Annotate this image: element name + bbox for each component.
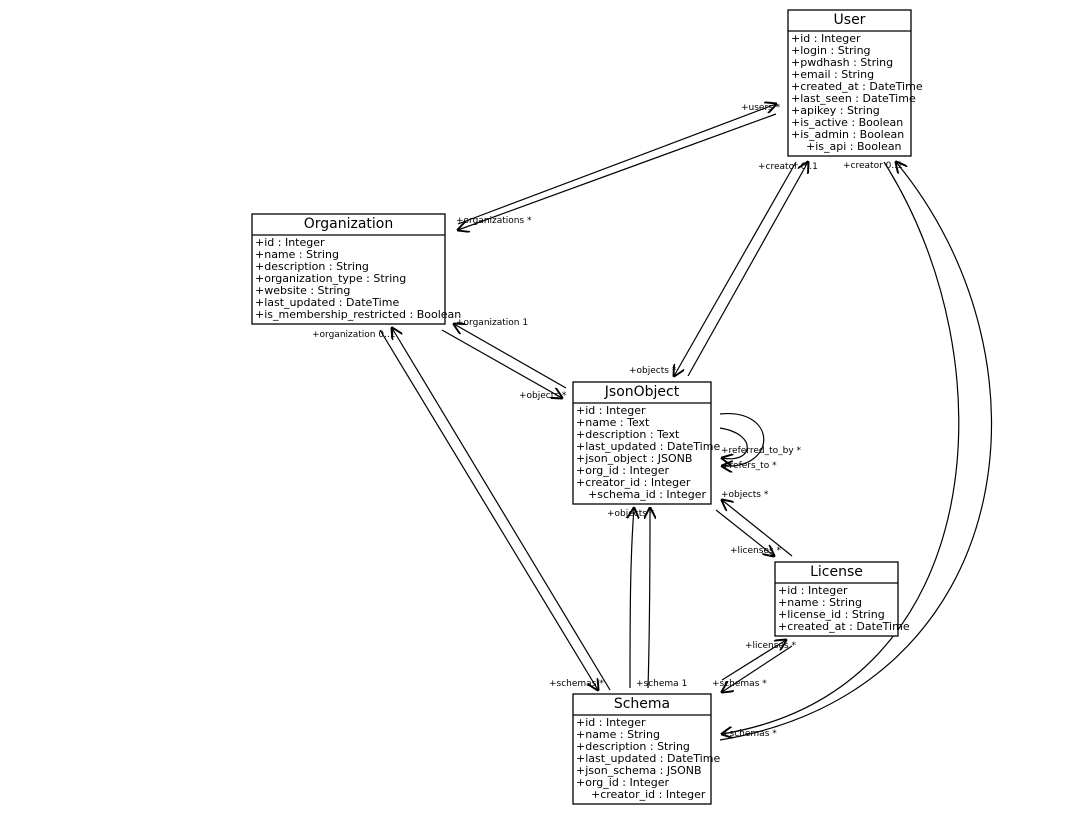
role-label: +creator 0..1 (843, 161, 903, 171)
attribute: +org_id : Integer (576, 464, 670, 477)
assoc-jsonobject-to-org (454, 324, 567, 389)
role-label: +organization 1 (456, 318, 528, 328)
class-schema: Schema +id : Integer +name : String +des… (572, 693, 720, 805)
assoc-license-to-schema (722, 645, 793, 692)
role-label: +organization 0..1 (312, 330, 396, 340)
attribute: +last_seen : DateTime (791, 92, 916, 105)
attribute: +is_active : Boolean (791, 116, 903, 129)
attribute: +json_object : JSONB (576, 452, 692, 465)
role-label: +creator 0..1 (758, 162, 818, 172)
class-jsonobject: JsonObject +id : Integer +name : Text +d… (572, 381, 720, 505)
attribute: +org_id : Integer (576, 776, 670, 789)
class-organization: Organization +id : Integer +name : Strin… (251, 213, 461, 325)
class-title: Schema (614, 696, 670, 712)
attribute: +login : String (791, 44, 871, 57)
attribute: +organization_type : String (255, 272, 406, 285)
role-label: +users * (741, 103, 781, 113)
assoc-user-to-jsonobject (674, 161, 797, 376)
attribute: +is_api : Boolean (806, 140, 902, 153)
class-title: JsonObject (604, 384, 680, 400)
role-label: +objects * (607, 509, 655, 519)
attribute: +description : String (576, 740, 690, 753)
role-label: +schemas * (712, 679, 767, 689)
assoc-schema-to-user (719, 162, 992, 741)
assoc-org-to-jsonobject (441, 329, 562, 398)
assoc-org-to-schema (379, 329, 598, 690)
attribute: +last_updated : DateTime (576, 440, 720, 453)
role-label: +referred_to_by * (721, 446, 802, 456)
attribute: +json_schema : JSONB (576, 764, 702, 777)
attribute: +id : Integer (255, 236, 325, 249)
assoc-schema-to-jsonobject (630, 508, 634, 689)
connectors (379, 104, 992, 741)
role-label: +licenses * (730, 546, 782, 556)
role-label: +organizations * (456, 216, 532, 226)
role-label: +objects * (721, 490, 769, 500)
attribute: +created_at : DateTime (791, 80, 923, 93)
assoc-jsonobject-to-user (687, 162, 808, 377)
role-label: +objects * (629, 366, 677, 376)
class-license: License +id : Integer +name : String +li… (774, 561, 910, 637)
assoc-user-to-org (458, 113, 777, 230)
role-label: +schema 1 (636, 679, 687, 689)
assoc-jsonobject-to-schema (648, 508, 650, 689)
assoc-org-to-user (457, 104, 776, 225)
attribute: +pwdhash : String (791, 56, 893, 69)
attribute: +name : Text (576, 416, 650, 429)
assoc-jsonobject-to-license (715, 509, 774, 556)
attribute: +name : String (255, 248, 339, 261)
attribute: +last_updated : DateTime (576, 752, 720, 765)
role-label: +objects * (519, 391, 567, 401)
attribute: +email : String (791, 68, 874, 81)
role-label: +refers_to * (722, 461, 777, 471)
attribute: +schema_id : Integer (588, 488, 706, 501)
attribute: +description : Text (576, 428, 680, 441)
attribute: +is_admin : Boolean (791, 128, 904, 141)
assoc-schema-to-org (392, 328, 611, 691)
class-user: User +id : Integer +login : String +pwdh… (787, 9, 923, 157)
assoc-schema-to-license (721, 640, 786, 681)
association-labels: +users * +organizations * +creator 0..1 … (312, 103, 903, 739)
class-title: User (834, 12, 866, 28)
role-label: +schemas * (549, 679, 604, 689)
class-boxes: User +id : Integer +login : String +pwdh… (251, 9, 923, 805)
assoc-user-to-schema (722, 161, 960, 734)
attribute: +created_at : DateTime (778, 620, 910, 633)
attribute: +id : Integer (576, 716, 646, 729)
role-label: +licenses * (745, 641, 797, 651)
assoc-jsonobject-self-1 (719, 413, 765, 467)
assoc-license-to-jsonobject (722, 500, 793, 557)
assoc-jsonobject-self-2 (720, 427, 748, 459)
attribute: +last_updated : DateTime (255, 296, 399, 309)
attribute: +is_membership_restricted : Boolean (255, 308, 461, 321)
attribute: +description : String (255, 260, 369, 273)
role-label: +schemas * (722, 729, 777, 739)
attribute: +license_id : String (778, 608, 885, 621)
attribute: +creator_id : Integer (591, 788, 706, 801)
attribute: +apikey : String (791, 104, 880, 117)
attribute: +name : String (778, 596, 862, 609)
attribute: +website : String (255, 284, 350, 297)
class-title: License (810, 564, 863, 580)
attribute: +id : Integer (576, 404, 646, 417)
attribute: +id : Integer (791, 32, 861, 45)
attribute: +creator_id : Integer (576, 476, 691, 489)
class-title: Organization (304, 216, 394, 232)
attribute: +name : String (576, 728, 660, 741)
attribute: +id : Integer (778, 584, 848, 597)
